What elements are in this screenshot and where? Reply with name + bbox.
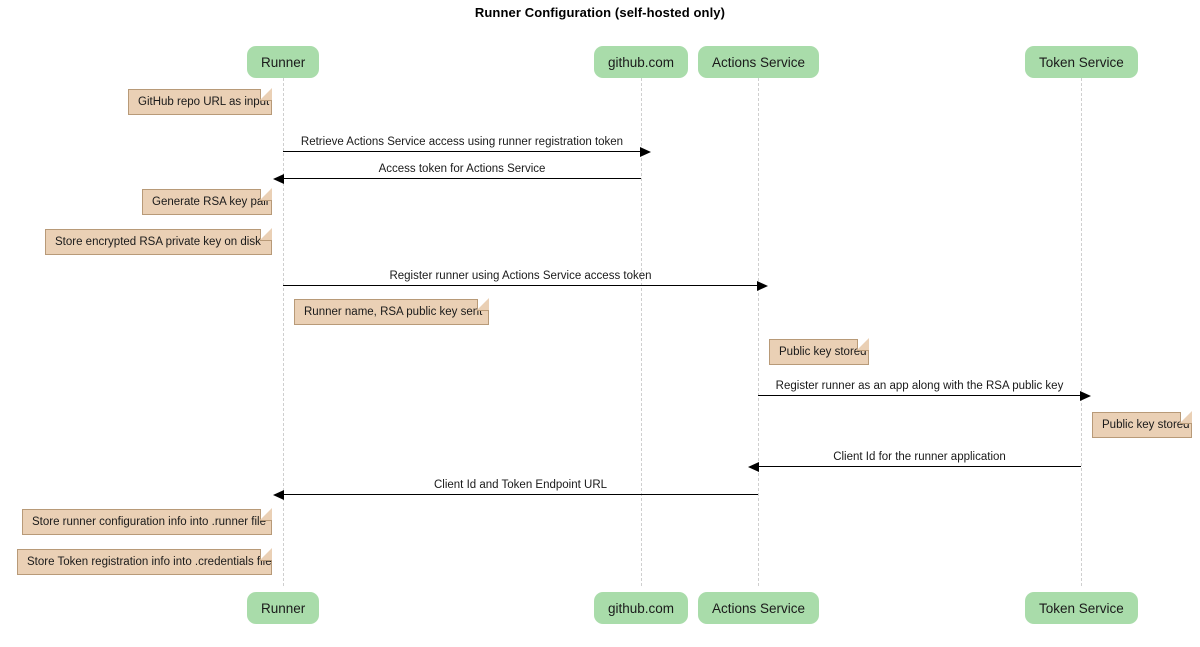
msg-retrieve-actions-access[interactable] [283,146,651,157]
note-github-repo-url[interactable]: GitHub repo URL as input [128,88,272,115]
note-text: Runner name, RSA public key sent [304,306,483,318]
note-text: GitHub repo URL as input [138,96,270,108]
note-fold-corner-icon [1180,411,1192,424]
msg-access-token[interactable] [273,173,641,184]
participant-label: Actions Service [712,600,806,616]
note-text: Generate RSA key pair [152,196,270,208]
note-fold-corner-icon [260,508,272,521]
note-public-key-stored-as[interactable]: Public key stored [769,338,869,365]
note-fold-corner-icon [260,548,272,561]
note-fold-corner-icon [260,88,272,101]
note-fold-corner-icon [260,188,272,201]
participant-token[interactable]: Token Service [1025,46,1138,78]
msg-client-id[interactable] [748,461,1081,472]
lifeline-actions [758,78,760,586]
participant-label: Runner [261,600,306,616]
lifeline-token [1081,78,1083,586]
page-title: Runner Configuration (self-hosted only) [474,5,726,20]
participant-actions[interactable]: Actions Service [698,592,820,624]
participant-github[interactable]: github.com [594,46,689,78]
participant-label: Token Service [1039,600,1124,616]
note-text: Public key stored [1102,419,1190,431]
msg-retrieve-actions-access-label: Retrieve Actions Service access using ru… [300,136,624,148]
participant-label: github.com [608,600,675,616]
participant-runner[interactable]: Runner [247,46,320,78]
note-fold-corner-icon [477,298,489,311]
participant-label: github.com [608,54,675,70]
msg-register-runner-app[interactable] [758,390,1091,401]
note-text: Public key stored [779,346,867,358]
note-public-key-stored-ts[interactable]: Public key stored [1092,411,1192,438]
participant-label: Actions Service [712,54,806,70]
note-store-private-key[interactable]: Store encrypted RSA private key on disk [45,228,272,255]
note-fold-corner-icon [857,338,869,351]
arrowhead-left-icon [748,461,759,472]
arrowhead-left-icon [273,173,284,184]
arrowhead-right-icon [640,146,651,157]
note-store-runner-config[interactable]: Store runner configuration info into .ru… [22,508,272,535]
note-store-token-reg[interactable]: Store Token registration info into .cred… [17,548,272,575]
note-text: Store runner configuration info into .ru… [32,516,266,528]
participant-github[interactable]: github.com [594,592,689,624]
note-generate-rsa[interactable]: Generate RSA key pair [142,188,272,215]
msg-register-runner-label: Register runner using Actions Service ac… [389,270,652,282]
msg-client-id-token-endpoint[interactable] [273,489,758,500]
participant-label: Token Service [1039,54,1124,70]
arrowhead-left-icon [273,489,284,500]
lifeline-github [641,78,643,586]
participant-token[interactable]: Token Service [1025,592,1138,624]
msg-register-runner-app-label: Register runner as an app along with the… [775,380,1064,392]
arrowhead-right-icon [1080,390,1091,401]
msg-client-id-label: Client Id for the runner application [833,451,1006,463]
participant-actions[interactable]: Actions Service [698,46,820,78]
participant-label: Runner [261,54,306,70]
participant-runner[interactable]: Runner [247,592,320,624]
note-text: Store encrypted RSA private key on disk [55,236,261,248]
msg-register-runner[interactable] [283,280,768,291]
note-runner-name-pubkey[interactable]: Runner name, RSA public key sent [294,298,489,325]
msg-client-id-token-endpoint-label: Client Id and Token Endpoint URL [433,479,608,491]
msg-access-token-label: Access token for Actions Service [378,163,546,175]
arrowhead-right-icon [757,280,768,291]
note-text: Store Token registration info into .cred… [27,556,272,568]
note-fold-corner-icon [260,228,272,241]
lifeline-runner [283,78,285,586]
